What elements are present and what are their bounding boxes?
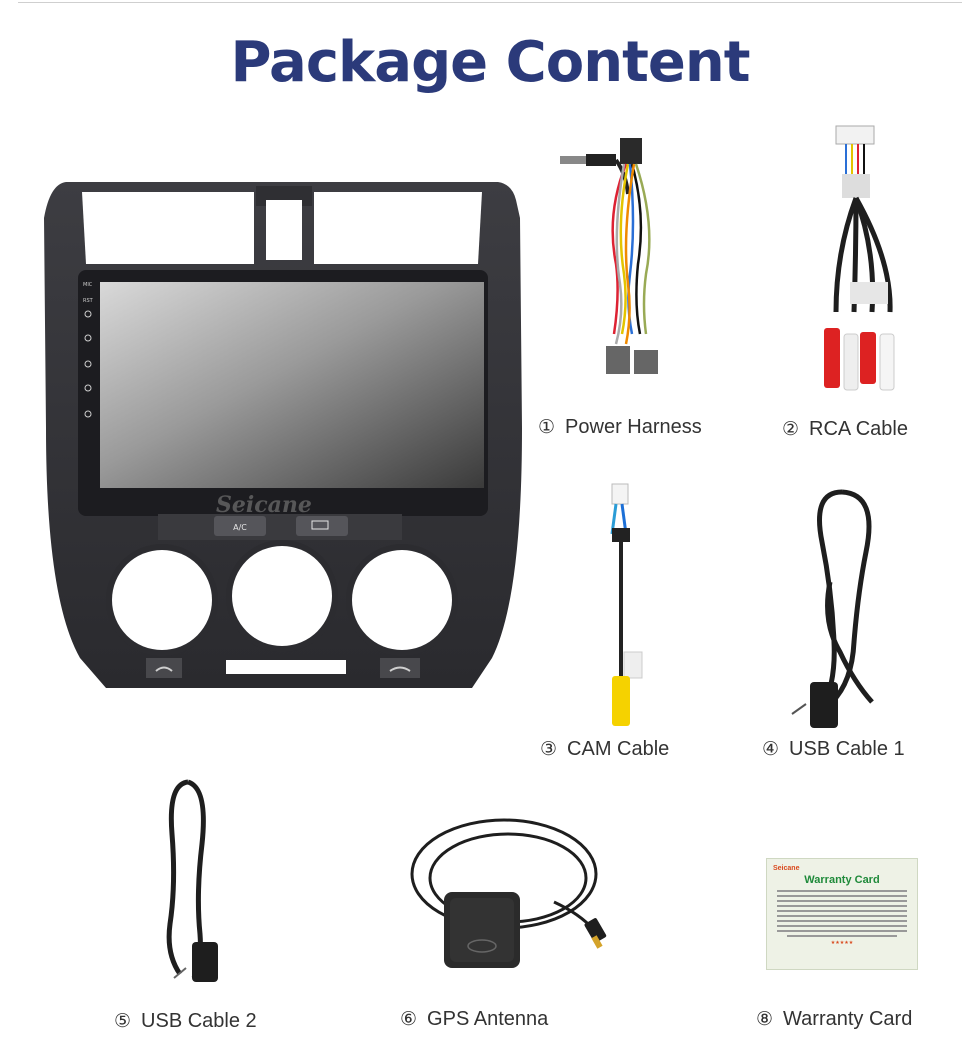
caption-power-harness: ① Power Harness	[538, 416, 702, 439]
caption-label: GPS Antenna	[427, 1008, 549, 1030]
caption-number: ②	[782, 418, 800, 440]
caption-number: ③	[540, 738, 558, 760]
caption-number: ①	[538, 416, 556, 438]
usb-cable-2-image	[166, 779, 218, 982]
caption-rca-cable: ② RCA Cable	[782, 418, 908, 441]
caption-label: Power Harness	[565, 416, 702, 438]
mic-label: MIC	[83, 282, 93, 288]
caption-label: USB Cable 2	[141, 1010, 257, 1032]
caption-label: Warranty Card	[783, 1008, 913, 1030]
rca-cable-image	[824, 125, 895, 391]
power-harness-image	[560, 138, 658, 374]
gps-antenna-image	[410, 818, 607, 968]
caption-gps-antenna: ⑥ GPS Antenna	[400, 1008, 548, 1031]
caption-label: RCA Cable	[809, 418, 908, 440]
caption-cam-cable: ③ CAM Cable	[540, 738, 669, 761]
caption-warranty-card: ⑧ Warranty Card	[756, 1008, 912, 1031]
cam-cable-image	[610, 483, 643, 726]
caption-usb-cable-2: ⑤ USB Cable 2	[114, 1010, 257, 1033]
warranty-card-title: Warranty Card	[804, 874, 880, 886]
caption-usb-cable-1: ④ USB Cable 1	[762, 738, 905, 761]
rst-label: RST	[83, 298, 94, 304]
caption-number: ④	[762, 738, 780, 760]
warranty-card-brand: Seicane	[773, 865, 800, 872]
warranty-card-image: Seicane Warranty Card ★★★★★	[766, 858, 918, 970]
caption-label: CAM Cable	[567, 738, 670, 760]
ac-button-label: A/C	[233, 523, 247, 532]
brand-watermark: Seicane	[216, 492, 312, 518]
top-divider	[18, 2, 962, 3]
usb-cable-1-image	[791, 489, 874, 728]
warranty-card-stars: ★★★★★	[830, 940, 854, 946]
head-unit-image: MIC RST Seicane A/C	[44, 182, 522, 688]
side-button-column: MIC RST	[83, 282, 94, 418]
warranty-card-body-lines	[773, 890, 911, 937]
caption-number: ⑤	[114, 1010, 132, 1032]
caption-number: ⑥	[400, 1008, 418, 1030]
page-title: Package Content	[230, 30, 751, 95]
caption-label: USB Cable 1	[789, 738, 905, 760]
caption-number: ⑧	[756, 1008, 774, 1030]
